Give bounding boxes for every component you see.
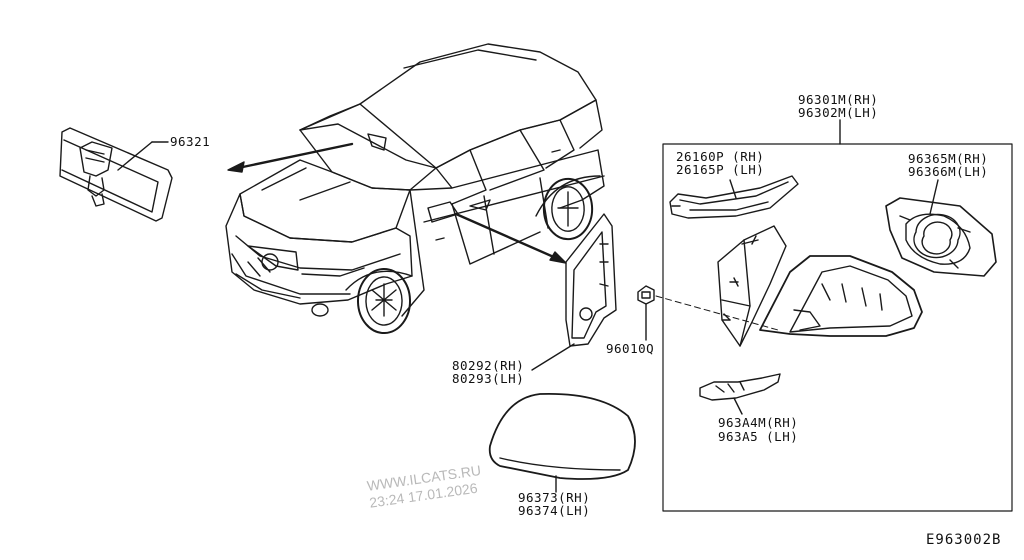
- label-80292[interactable]: 80292(RH): [452, 358, 525, 373]
- label-96302m[interactable]: 96302M(LH): [798, 105, 879, 120]
- label-96374[interactable]: 96374(LH): [518, 503, 591, 518]
- arrow-to-door-mirror: [454, 212, 567, 264]
- rear-view-mirror[interactable]: [59, 127, 173, 222]
- label-96373[interactable]: 96373(RH): [518, 490, 591, 505]
- leader-80292: [531, 343, 575, 371]
- vehicle-illustration: [225, 43, 605, 334]
- leader-963a4m: [733, 397, 743, 415]
- nut-part[interactable]: [637, 285, 655, 305]
- mirror-base-gasket[interactable]: [565, 213, 617, 347]
- label-963a4m[interactable]: 963A4M(RH): [718, 415, 799, 430]
- diagram-code: E963002B: [926, 532, 1002, 548]
- arrow-to-rear-mirror: [227, 142, 354, 173]
- label-96366m[interactable]: 96366M(LH): [908, 164, 989, 179]
- mirror-glass[interactable]: [885, 197, 997, 277]
- side-lamp-trim[interactable]: [699, 373, 781, 401]
- mirror-actuator[interactable]: [717, 225, 787, 347]
- assembly-frame: [662, 143, 1013, 512]
- dashed-leader: [655, 295, 779, 331]
- label-26165p[interactable]: 26165P (LH): [676, 162, 765, 177]
- leader-26160p: [729, 179, 737, 199]
- leader-96321: [117, 141, 153, 171]
- label-963a5[interactable]: 963A5 (LH): [718, 429, 799, 444]
- leader-96365m: [929, 179, 939, 215]
- mirror-housing[interactable]: [759, 255, 923, 337]
- mirror-cover[interactable]: [488, 392, 636, 480]
- label-96010q[interactable]: 96010Q: [606, 341, 655, 356]
- turn-signal-lamp[interactable]: [669, 175, 799, 219]
- label-26160p[interactable]: 26160P (RH): [676, 149, 765, 164]
- label-96365m[interactable]: 96365M(RH): [908, 151, 989, 166]
- label-96321[interactable]: 96321: [170, 134, 211, 149]
- label-96301m[interactable]: 96301M(RH): [798, 92, 879, 107]
- label-80293[interactable]: 80293(LH): [452, 371, 525, 386]
